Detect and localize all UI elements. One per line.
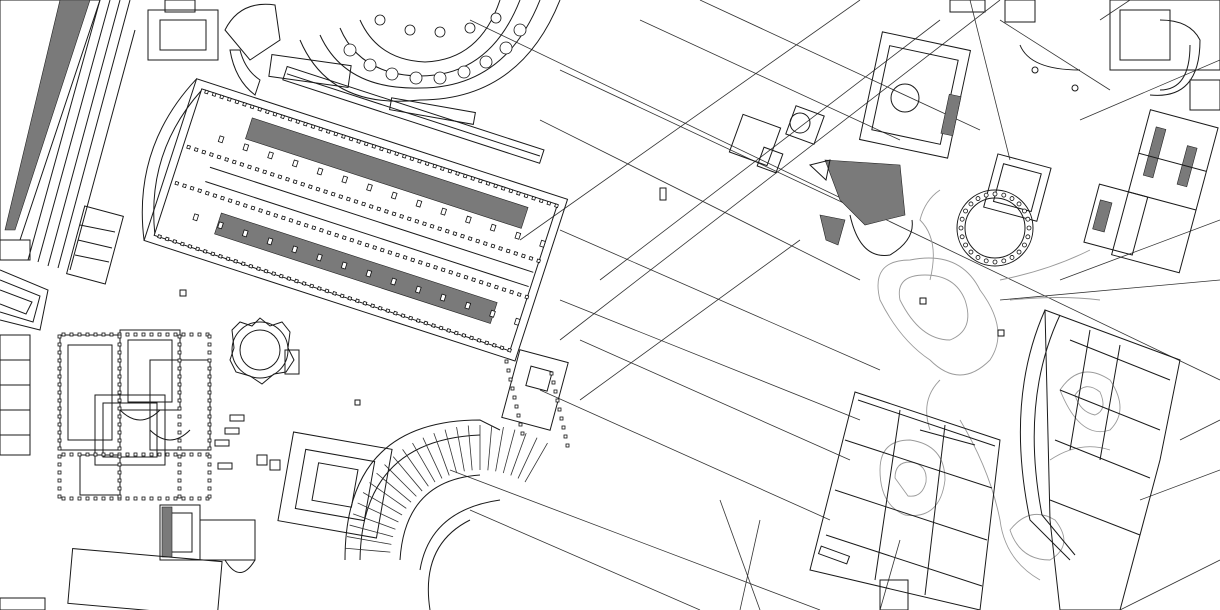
bottom-center-elements bbox=[817, 545, 909, 610]
scattered-plinths bbox=[179, 187, 667, 471]
street-grid bbox=[449, 0, 1220, 610]
landscape-contours bbox=[877, 189, 1121, 581]
theatre-portico bbox=[501, 349, 570, 448]
basilica-column-rows bbox=[157, 89, 559, 353]
long-stoa-strip bbox=[282, 65, 545, 164]
cruciform-complex bbox=[57, 329, 212, 501]
temple-precinct bbox=[277, 431, 393, 539]
upper-right-palace bbox=[858, 31, 972, 159]
colonnaded-basilica bbox=[141, 78, 569, 362]
semicircular-exedra bbox=[299, 0, 561, 125]
top-courtyard-building bbox=[147, 0, 352, 96]
fragmented-structures bbox=[728, 105, 913, 256]
left-block-grid bbox=[0, 205, 124, 456]
circular-arcade-plaza bbox=[956, 153, 1052, 267]
bottom-left-temples bbox=[0, 504, 256, 610]
left-colonnade-strips bbox=[0, 0, 136, 331]
domed-rotunda bbox=[229, 317, 300, 385]
top-right-buildings bbox=[949, 0, 1220, 111]
curved-wall-complex bbox=[809, 297, 1181, 610]
amphitheatre bbox=[344, 419, 548, 610]
right-hatched-building bbox=[1083, 109, 1219, 274]
